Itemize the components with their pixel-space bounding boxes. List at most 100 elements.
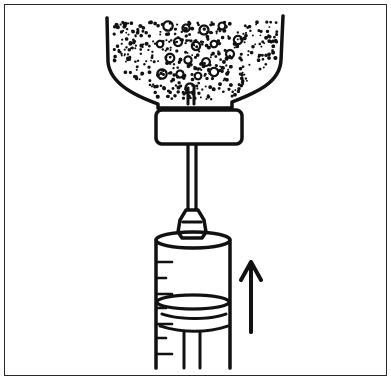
- vial-speck: [207, 95, 211, 99]
- vial-speck: [177, 86, 181, 90]
- vial-speck: [201, 43, 204, 46]
- vial-speck: [139, 34, 143, 38]
- vial-speck: [223, 61, 226, 64]
- vial-speck: [209, 23, 212, 26]
- vial-speck: [173, 63, 175, 65]
- vial-speck: [123, 22, 127, 26]
- vial-speck: [218, 82, 222, 86]
- syringe-plunger: [157, 295, 229, 368]
- vial-bubble: [210, 68, 218, 76]
- vial-speck: [153, 22, 157, 26]
- vial-speck: [171, 78, 175, 82]
- vial-speck: [211, 77, 214, 80]
- vial-speck: [221, 66, 225, 70]
- vial-speck: [125, 37, 129, 41]
- vial-speck: [131, 30, 133, 32]
- vial-speck: [121, 54, 123, 56]
- vial-speck: [191, 54, 193, 56]
- vial-speck: [250, 51, 254, 55]
- vial-speck: [267, 35, 270, 38]
- needle: [188, 144, 196, 210]
- vial-speck: [148, 79, 151, 82]
- vial-bubble: [184, 56, 191, 63]
- vial-speck: [229, 65, 232, 68]
- vial-speck: [148, 45, 151, 48]
- vial-speck: [190, 27, 194, 31]
- vial-speck: [177, 90, 180, 93]
- vial-speck: [174, 28, 177, 31]
- vial-speck: [201, 88, 203, 90]
- vial-speck: [248, 25, 251, 28]
- vial-speck: [222, 91, 224, 93]
- vial-speck: [239, 73, 242, 76]
- vial-speck: [258, 55, 261, 58]
- vial-speck: [258, 43, 261, 46]
- vial-speck: [128, 56, 131, 59]
- vial-speck: [247, 50, 249, 52]
- vial-bubble: [176, 70, 183, 77]
- vial-speck: [271, 49, 274, 52]
- vial-speck: [159, 31, 161, 33]
- vial-speck: [266, 30, 269, 33]
- vial-speck: [196, 22, 199, 25]
- vial-speck: [228, 22, 232, 26]
- vial-speck: [156, 24, 159, 27]
- vial-speck: [257, 58, 261, 62]
- vial-speck: [145, 42, 149, 46]
- vial-speck: [204, 73, 207, 76]
- vial-speck: [145, 60, 147, 62]
- vial-bubble: [219, 23, 226, 30]
- vial-speck: [245, 77, 247, 79]
- vial-speck: [147, 66, 150, 69]
- vial-speck: [255, 20, 259, 24]
- vial-speck: [263, 67, 265, 69]
- vial-speck: [124, 70, 128, 74]
- vial-speck: [159, 33, 161, 35]
- vial-speck: [179, 58, 183, 62]
- vial-speck: [259, 68, 262, 71]
- vial-speck: [203, 27, 206, 30]
- vial-speck: [245, 32, 247, 34]
- vial-speck: [196, 87, 198, 89]
- vial-speck: [244, 41, 246, 43]
- vial-speck: [234, 47, 236, 49]
- vial-speck: [212, 87, 216, 91]
- vial-speck: [195, 45, 198, 48]
- vial-speck: [188, 39, 190, 41]
- vial-speck: [175, 49, 178, 52]
- vial-speck: [210, 56, 212, 58]
- vial-speck: [226, 71, 229, 74]
- vial-speck: [116, 44, 119, 47]
- vial-speck: [137, 60, 139, 62]
- vial-bubble: [163, 21, 172, 30]
- vial-speck: [191, 73, 194, 76]
- vial-speck: [227, 88, 230, 91]
- vial-bubble: [202, 58, 210, 66]
- vial-speck: [205, 77, 208, 80]
- vial-speck: [136, 69, 138, 71]
- vial-speck: [142, 26, 146, 30]
- vial-speck: [153, 60, 156, 63]
- vial-speck: [172, 67, 174, 69]
- vial-speck: [119, 23, 121, 25]
- vial-speck: [264, 54, 267, 57]
- vial-speck: [141, 73, 143, 75]
- vial-speck: [211, 32, 213, 34]
- vial-speck: [125, 32, 127, 34]
- vial-speck: [275, 30, 278, 33]
- vial-speck: [145, 31, 148, 34]
- vial-speck: [196, 53, 200, 57]
- vial-speck: [265, 21, 268, 24]
- vial-speck: [191, 78, 195, 82]
- vial-neck-stem: [188, 88, 194, 104]
- up-arrow-icon: [241, 262, 261, 332]
- vial-speck: [149, 84, 152, 87]
- vial-speck: [125, 46, 127, 48]
- vial-speck: [184, 51, 187, 54]
- vial-speck: [200, 69, 202, 71]
- vial-speck: [219, 58, 222, 61]
- vial-speck: [166, 95, 169, 98]
- vial-speck: [196, 85, 199, 88]
- vial-speck: [150, 60, 152, 62]
